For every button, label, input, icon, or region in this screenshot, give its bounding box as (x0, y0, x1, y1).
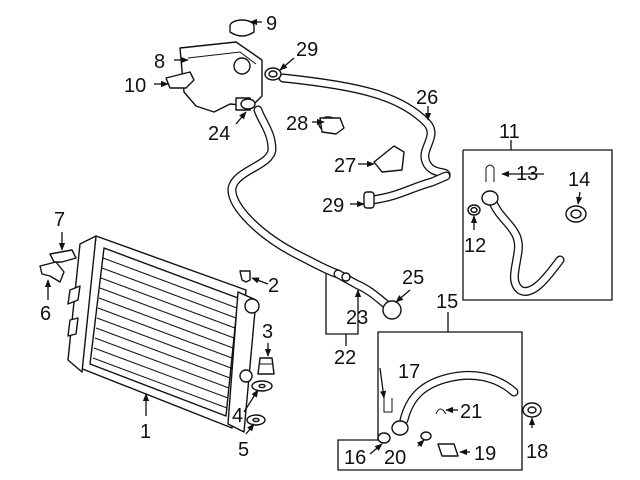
callout-16: 16 (344, 447, 366, 469)
callout-17: 17 (398, 361, 420, 383)
leader-lines (44, 18, 583, 456)
part-10-bracket (165, 71, 195, 89)
callout-20: 20 (384, 447, 406, 469)
part-29-clamp-top (264, 67, 282, 81)
callout-6: 6 (40, 303, 51, 325)
callout-18: 18 (526, 441, 548, 463)
part-19-sensor (437, 443, 459, 457)
callout-29-lower: 29 (322, 195, 344, 217)
upper-hose-26 (278, 73, 451, 181)
callout-3: 3 (262, 321, 273, 343)
hose-29-lower (363, 171, 451, 209)
callout-8: 8 (154, 51, 165, 73)
part-14-clamp (565, 205, 587, 223)
hose-15 (391, 370, 519, 436)
callout-28: 28 (286, 113, 308, 135)
callout-26: 26 (416, 87, 438, 109)
hose-23-25 (333, 269, 402, 320)
callout-15: 15 (436, 291, 458, 313)
callout-19: 19 (474, 443, 496, 465)
part-17-clip (383, 398, 393, 413)
callout-25: 25 (402, 267, 424, 289)
callout-7: 7 (54, 209, 65, 231)
callout-labels: 1 2 3 4 5 6 7 8 9 10 11 12 13 14 15 16 1… (40, 13, 590, 469)
part-12-oring (467, 204, 481, 216)
callout-29-top: 29 (296, 39, 318, 61)
part-21-clip (435, 408, 447, 415)
callout-9: 9 (266, 13, 277, 35)
bleed-hose-22 (227, 105, 343, 279)
part-20-oring (420, 431, 432, 441)
callout-22: 22 (334, 347, 356, 369)
part-27-bracket (373, 145, 405, 173)
callout-4: 4 (232, 405, 243, 427)
part-13-clip (485, 164, 495, 182)
part-5-clip (246, 414, 266, 426)
part-4-washer (251, 380, 273, 392)
callout-27: 27 (334, 155, 356, 177)
part-3-mount (257, 357, 275, 375)
callout-10: 10 (124, 75, 146, 97)
part-18-clamp (522, 402, 542, 418)
callout-24: 24 (208, 123, 230, 145)
callout-2: 2 (268, 275, 279, 297)
callout-14: 14 (568, 169, 590, 191)
part-16-oring (377, 432, 391, 444)
part-2-clip (239, 270, 251, 283)
callout-23: 23 (346, 307, 368, 329)
callout-11: 11 (499, 121, 520, 143)
part-9-cap (229, 19, 255, 37)
callout-13: 13 (516, 163, 538, 185)
callout-1: 1 (140, 421, 151, 443)
callout-21: 21 (460, 401, 482, 423)
radiator (67, 235, 260, 433)
part-28-clamp (318, 116, 345, 135)
part-24-clamp (240, 98, 256, 110)
part-6-bracket (39, 261, 65, 283)
callout-12: 12 (464, 235, 486, 257)
hose-11 (481, 190, 565, 296)
group-box-11 (462, 140, 613, 301)
part-7-bracket (49, 249, 77, 263)
callout-5: 5 (238, 439, 249, 461)
